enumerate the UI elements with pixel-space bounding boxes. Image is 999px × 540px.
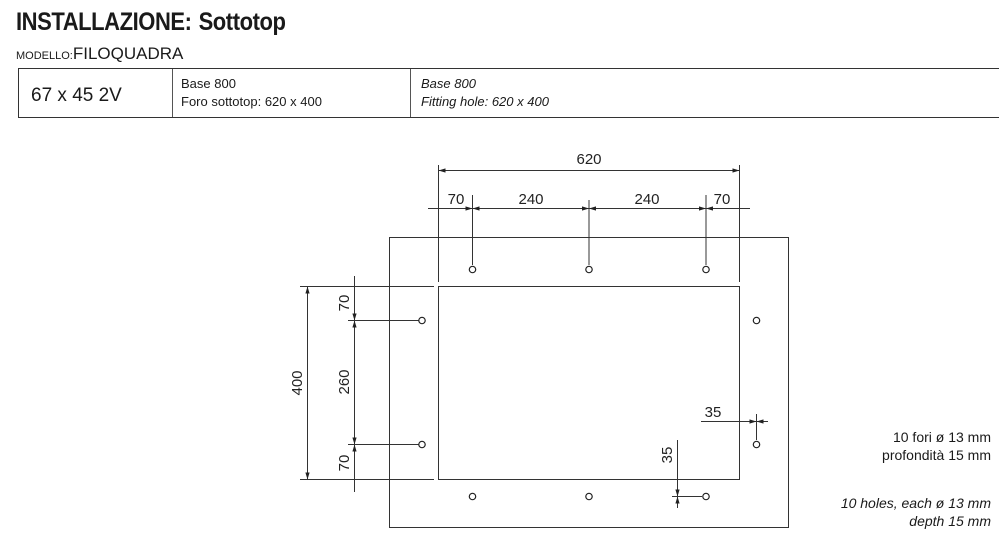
- title-sub: Sottotop: [198, 8, 286, 36]
- hole-bottom-3: [702, 492, 710, 501]
- cutout-outline: [438, 286, 740, 480]
- dim-35-bottom-label: 35: [659, 447, 676, 464]
- spec-size: 67 x 45 2V: [31, 85, 122, 106]
- model-label: MODELLO:: [16, 50, 73, 62]
- page-title: INSTALLAZIONE:Sottotop: [16, 8, 286, 37]
- dim-overall-width: [438, 165, 740, 282]
- dim-240-right-label: 240: [634, 191, 659, 208]
- dim-240-left-label: 240: [518, 191, 543, 208]
- hole-top-2: [585, 265, 593, 274]
- hole-top-3: [702, 265, 710, 274]
- dim-side-hole-spacing: [348, 276, 420, 492]
- hole-right-2: [752, 440, 761, 449]
- model-line: MODELLO:FILOQUADRA: [16, 44, 183, 64]
- title-main: INSTALLAZIONE:: [16, 8, 192, 36]
- hole-bottom-1: [468, 492, 477, 501]
- dim-hole-spacing: [428, 195, 750, 265]
- dim-offset-right: [701, 414, 768, 440]
- note-it-line1: 10 fori ø 13 mm: [892, 429, 991, 445]
- dim-70-right-label: 70: [714, 191, 731, 208]
- dim-overall-height: [300, 286, 434, 480]
- hole-top-1: [468, 265, 477, 274]
- note-it-line2: profondità 15 mm: [882, 447, 991, 463]
- dim-620-label: 620: [576, 151, 601, 168]
- note-en-line2: depth 15 mm: [909, 513, 991, 529]
- model-value: FILOQUADRA: [72, 44, 184, 63]
- base-outline: [389, 237, 789, 528]
- spec-it-line2: Foro sottotop: 620 x 400: [181, 94, 322, 109]
- hole-right-1: [752, 316, 761, 325]
- dim-70-top-label: 70: [336, 295, 353, 312]
- hole-left-2: [418, 440, 426, 449]
- spec-size-cell: 67 x 45 2V: [18, 69, 173, 117]
- spec-en-line1: Base 800: [421, 76, 476, 91]
- spec-it-line1: Base 800: [181, 76, 236, 91]
- dim-offset-bottom: [672, 440, 702, 508]
- dim-70-bottom-label: 70: [336, 455, 353, 472]
- spec-italian-cell: Base 800 Foro sottotop: 620 x 400: [173, 69, 411, 117]
- dim-35-right-label: 35: [705, 404, 722, 421]
- spec-table: 67 x 45 2V Base 800 Foro sottotop: 620 x…: [18, 68, 999, 118]
- spec-english-cell: Base 800 Fitting hole: 620 x 400: [411, 69, 999, 117]
- dim-400-label: 400: [289, 370, 306, 395]
- note-italian: 10 fori ø 13 mm profondità 15 mm: [882, 428, 991, 464]
- note-en-line1: 10 holes, each ø 13 mm: [840, 495, 991, 511]
- dim-260-label: 260: [336, 369, 353, 394]
- spec-en-line2: Fitting hole: 620 x 400: [421, 94, 549, 109]
- dim-70-left-label: 70: [448, 191, 465, 208]
- hole-bottom-2: [585, 492, 593, 501]
- note-english: 10 holes, each ø 13 mm depth 15 mm: [841, 494, 991, 530]
- hole-left-1: [418, 316, 426, 325]
